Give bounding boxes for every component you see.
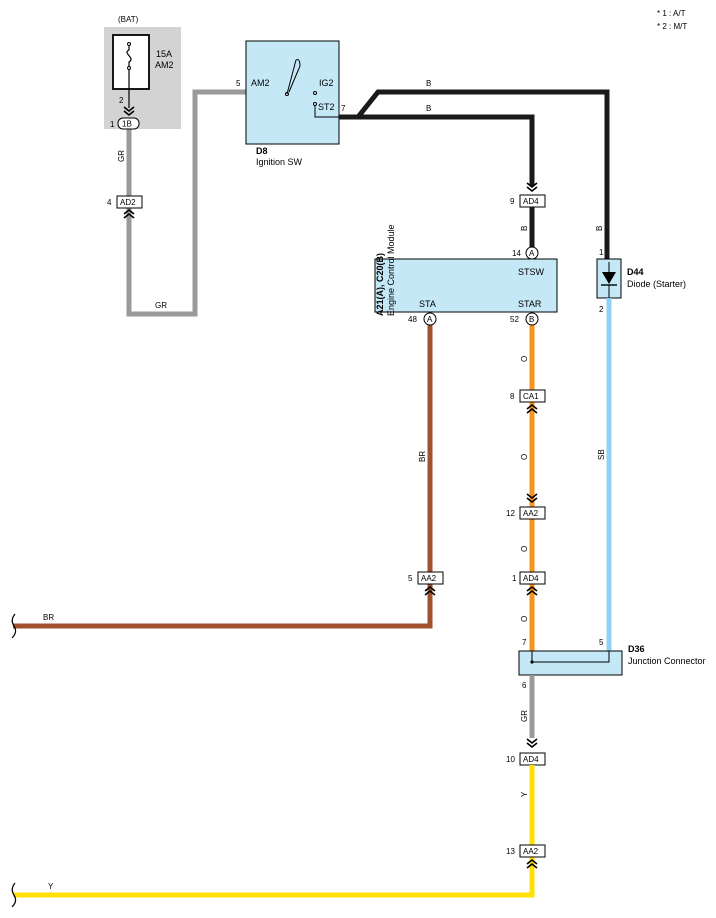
ecm-name: Engine Control Module [386,224,396,316]
connector-1b-pin: 1 [110,120,115,129]
junction-code: D36 [628,644,645,654]
connector-ad4-mid-label: AD4 [523,574,539,583]
ecm-conn-a-top [525,246,539,260]
ignition-contact-icon [288,59,301,93]
connector-ad4-low-label: AD4 [523,755,539,764]
connector-ca1 [519,389,546,403]
fuse-rating: 15A [156,49,172,59]
ecm-sta-label: STA [419,299,436,309]
connector-1b-label: 1B [122,120,132,129]
b-code-ecm: B [520,226,529,231]
br-wire [13,319,433,629]
ecm-conn-b-star [525,312,539,326]
ign-am2-label: AM2 [251,78,270,88]
connector-aa2-mid [519,506,546,520]
ecm-conn-a-sta-label: A [427,315,433,324]
o-code-3: O [520,546,529,552]
gr-wire-fuse [126,89,248,317]
connector-aa2-low-pin: 13 [506,847,515,856]
ecm-pin-star: 52 [510,315,519,324]
diode-name: Diode (Starter) [627,279,686,289]
connector-ad4-low-pin: 10 [506,755,515,764]
ign-st2-label: ST2 [318,102,335,112]
connector-aa2-br-pin: 5 [408,574,413,583]
b-code-top: B [426,79,431,88]
y-code-bottom: Y [48,882,54,891]
y-code-vertical: Y [520,791,529,797]
o-code-4: O [520,616,529,622]
fuse-pin-2: 2 [119,96,124,105]
connector-aa2-br-label: AA2 [421,574,437,583]
ecm-pin-stsw: 14 [512,249,521,258]
b-code-diode: B [595,226,604,231]
diode-pin-1: 1 [599,248,604,257]
junction-pin-7: 7 [522,638,527,647]
o-code-2: O [520,454,529,460]
b-code-mid: B [426,104,431,113]
o-code-1: O [520,356,529,362]
diode-icon [602,272,616,284]
fuse-name: AM2 [155,60,174,70]
ign-pin-st2: 7 [341,104,346,113]
ecm-conn-b-star-label: B [529,315,534,324]
connector-aa2-low [519,844,546,858]
note-at: * 1 : A/T [657,9,686,18]
sb-code: SB [597,449,606,460]
connector-1b [117,117,140,130]
ecm-conn-a-top-label: A [529,249,535,258]
ign-ig2-label: IG2 [319,78,334,88]
ecm-box [374,258,558,313]
diode-pin-2: 2 [599,305,604,314]
gr-code-junction: GR [520,710,529,722]
bat-label: (BAT) [118,15,139,24]
ecm-star-label: STAR [518,299,542,309]
wire-break-y [11,882,17,908]
junction-pin-5: 5 [599,638,604,647]
connector-ad4-mid [519,571,546,585]
note-mt: * 2 : M/T [657,22,687,31]
connector-ad2-pin: 4 [107,198,112,207]
gr-code-fuse: GR [117,150,126,162]
connector-aa2-mid-label: AA2 [523,509,539,518]
connector-aa2-mid-pin: 12 [506,509,515,518]
junction-connector-box [518,650,623,676]
b-wire-mid [339,114,535,186]
connector-ad4-top-pin: 9 [510,197,515,206]
connector-aa2-low-label: AA2 [523,847,539,856]
ign-pin-am2: 5 [236,79,241,88]
y-wire [13,765,535,898]
gr-code-bottom: GR [155,301,167,310]
connector-ad2-label: AD2 [120,198,136,207]
fuse-icon [126,44,132,68]
ign-name: Ignition SW [256,157,303,167]
ecm-pin-sta: 48 [408,315,417,324]
connector-ca1-pin: 8 [510,392,515,401]
connector-ca1-label: CA1 [523,392,539,401]
ecm-stsw-label: STSW [518,267,545,277]
br-code-left: BR [43,613,54,622]
connector-ad4-mid-pin: 1 [512,574,517,583]
junction-pin-6: 6 [522,681,527,690]
connector-aa2-br [417,571,444,585]
connector-ad2 [116,195,143,209]
ecm-code: A21(A), C20(B) [375,253,385,316]
wire-break-br [11,613,17,639]
diode-code: D44 [627,267,644,277]
junction-name: Junction Connector [628,656,706,666]
br-code-vertical: BR [418,451,427,462]
ign-code: D8 [256,146,268,156]
ignition-switch-box [245,40,340,145]
connector-ad4-top-label: AD4 [523,197,539,206]
fuse-box [112,34,150,90]
ecm-conn-a-sta [423,312,437,326]
